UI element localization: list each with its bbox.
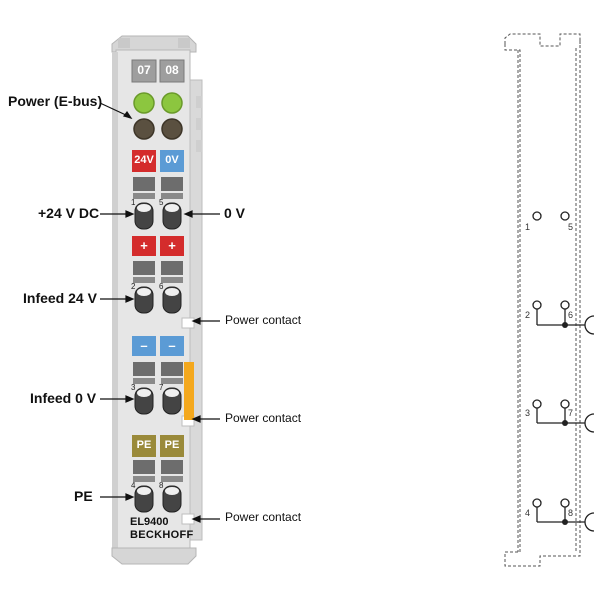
led-number-07: 07 (137, 63, 151, 77)
led-off-left (133, 118, 155, 140)
schematic-pin-1: 1 (525, 222, 531, 232)
arrow-power-ebus (99, 102, 129, 117)
tag-24v-bg (132, 150, 156, 172)
tag-pe-right: PE (164, 439, 180, 451)
label-infeed-24v: Infeed 24 V (23, 290, 97, 306)
terminal-number-7: 7 (159, 383, 164, 392)
tag-pe-left: PE (136, 439, 152, 451)
tag-0v: 0V (165, 154, 179, 166)
led-green-right (161, 92, 183, 114)
tag-minus-right: – (168, 338, 176, 353)
label-infeed-0v: Infeed 0 V (30, 390, 97, 406)
terminal-2[interactable] (133, 261, 155, 314)
led-number-08: 08 (165, 63, 179, 77)
callout-arrows (99, 102, 220, 523)
schematic-pin-8: 8 (568, 508, 574, 518)
tag-plus-left: + (140, 238, 148, 253)
terminal-8[interactable] (161, 460, 183, 513)
led-number-plate-left (131, 59, 157, 83)
tag-pe-right-bg (160, 435, 184, 457)
model-label: EL9400 (130, 516, 169, 528)
tag-plus-left-bg (132, 236, 156, 256)
tag-pe-left-bg (132, 435, 156, 457)
schematic (504, 33, 581, 567)
schematic-pin-5: 5 (568, 222, 574, 232)
tag-plus-right-bg (160, 236, 184, 256)
schematic-pin-4: 4 (525, 508, 531, 518)
schematic-pin-3: 3 (525, 408, 531, 418)
terminal-6[interactable] (161, 261, 183, 314)
terminal-5[interactable] (161, 177, 183, 230)
schematic-pin-6: 6 (568, 310, 574, 320)
tag-plus-right: + (168, 238, 176, 253)
label-plus24vdc: +24 V DC (38, 205, 100, 221)
junction-dots (562, 322, 568, 525)
led-number-plate-right (159, 59, 185, 83)
tag-minus-left-bg (132, 336, 156, 356)
spring-terminals (133, 177, 183, 513)
tag-minus-right-bg (160, 336, 184, 356)
brand-logo: BECKHOFF (130, 529, 194, 541)
label-power-contact-2: Power contact (225, 411, 302, 425)
schematic-connections (532, 211, 595, 532)
label-power-ebus: Power (E-bus) (8, 93, 103, 109)
tag-0v-bg (160, 150, 184, 172)
label-0v: 0 V (224, 205, 246, 221)
tag-minus-left: – (140, 338, 148, 353)
label-power-contact-1: Power contact (225, 313, 302, 327)
tag-24v: 24V (134, 154, 154, 166)
label-power-contact-3: Power contact (225, 510, 302, 524)
label-pe: PE (74, 488, 93, 504)
terminal-1[interactable] (133, 177, 155, 230)
schematic-pin-7: 7 (568, 408, 574, 418)
terminal-3[interactable] (133, 362, 155, 415)
terminal-number-1: 1 (131, 198, 136, 207)
schematic-pin-2: 2 (525, 310, 531, 320)
led-green-left (133, 92, 155, 114)
terminal-number-6: 6 (159, 282, 164, 291)
orange-contact (184, 362, 194, 420)
terminal-number-2: 2 (131, 282, 136, 291)
terminal-number-5: 5 (159, 198, 164, 207)
terminal-number-4: 4 (131, 481, 136, 490)
terminal-number-8: 8 (159, 481, 164, 490)
terminal-7[interactable] (161, 362, 183, 415)
terminal-4[interactable] (133, 460, 155, 513)
led-off-right (161, 118, 183, 140)
terminal-number-3: 3 (131, 383, 136, 392)
